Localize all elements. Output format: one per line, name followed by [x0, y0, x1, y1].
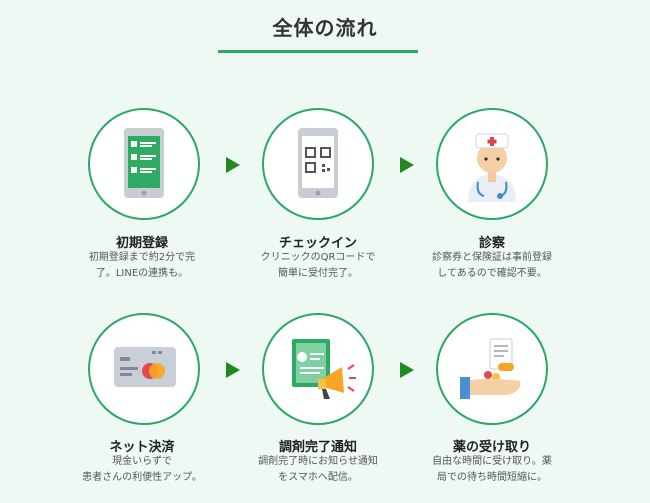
- step-title: 初期登録: [115, 236, 168, 251]
- title-underline: [218, 50, 418, 53]
- step-desc: 自由な時間に受け取り。薬 局での待ち時間短縮に。: [432, 456, 552, 483]
- notification-megaphone-icon: [262, 313, 374, 425]
- step-desc: 診察券と保険証は事前登録 してあるので確認不要。: [432, 252, 552, 279]
- step-desc: 現金いらずで 患者さんの利便性アップ。: [82, 456, 202, 483]
- page-title: 全体の流れ: [272, 16, 378, 40]
- doctor-icon: [436, 108, 548, 220]
- step-desc: 初期登録まで約2分で完 了。LINEの連携も。: [88, 252, 196, 279]
- flow-arrow-3: [226, 362, 240, 378]
- step-title: ネット決済: [109, 440, 175, 455]
- qr-phone-icon: [262, 108, 374, 220]
- flow-arrow-2: [400, 157, 414, 173]
- step-title: チェックイン: [278, 236, 357, 251]
- step-title: 調剤完了通知: [278, 440, 357, 455]
- medicine-hand-icon: [436, 313, 548, 425]
- flow-arrow-1: [226, 157, 240, 173]
- step-title: 薬の受け取り: [452, 440, 531, 455]
- credit-card-icon: [88, 313, 200, 425]
- step-desc: クリニックのQRコードで 簡単に受付完了。: [260, 252, 376, 279]
- registration-phone-icon: [88, 108, 200, 220]
- step-title: 診察: [478, 236, 505, 251]
- flow-arrow-4: [400, 362, 414, 378]
- step-desc: 調剤完了時にお知らせ通知 をスマホへ配信。: [258, 456, 378, 483]
